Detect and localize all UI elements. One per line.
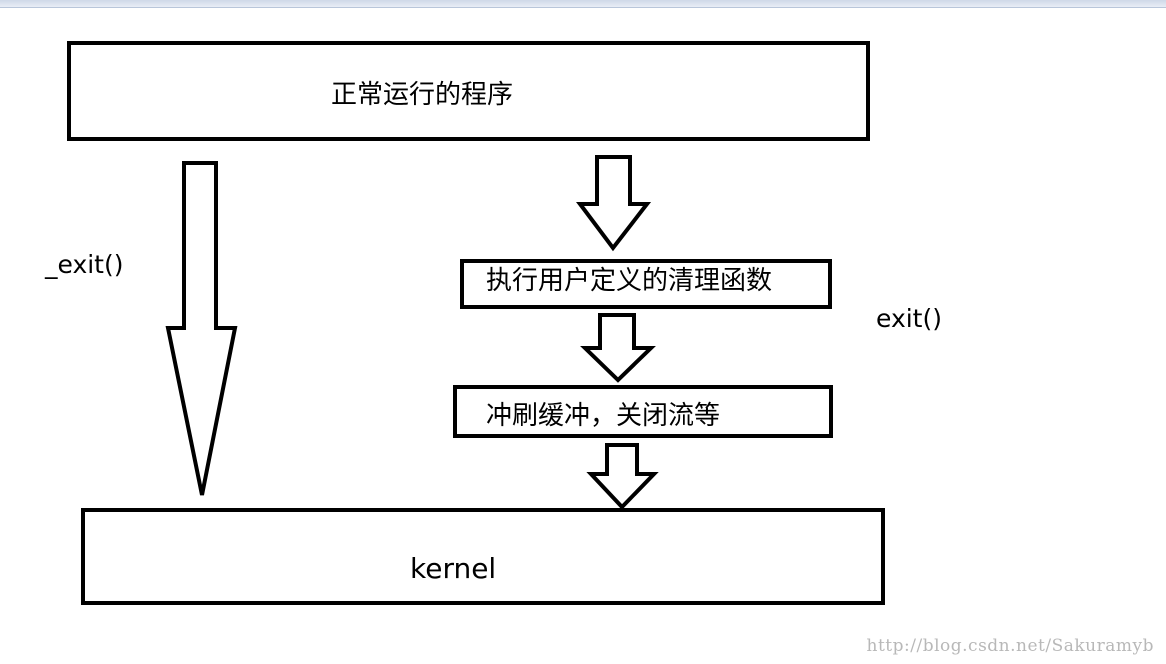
exit-underscore-label: _exit() bbox=[45, 250, 124, 279]
to-cleanup-arrow bbox=[576, 155, 652, 252]
window-top-edge bbox=[0, 0, 1166, 8]
normal-program-label: 正常运行的程序 bbox=[331, 80, 514, 110]
to-flush-arrow bbox=[580, 313, 656, 383]
exit-label: exit() bbox=[876, 304, 942, 333]
normal-program-box bbox=[67, 41, 870, 141]
user-cleanup-label: 执行用户定义的清理函数 bbox=[486, 266, 773, 296]
flush-buffers-box bbox=[453, 385, 833, 438]
exit-direct-arrow bbox=[165, 161, 238, 496]
to-kernel-arrow bbox=[586, 443, 659, 510]
flush-buffers-label: 冲刷缓冲，关闭流等 bbox=[486, 401, 721, 431]
kernel-label: kernel bbox=[410, 552, 497, 585]
watermark: http://blog.csdn.net/Sakuramyb bbox=[866, 636, 1154, 656]
kernel-box bbox=[81, 508, 885, 605]
user-cleanup-box bbox=[460, 259, 832, 309]
